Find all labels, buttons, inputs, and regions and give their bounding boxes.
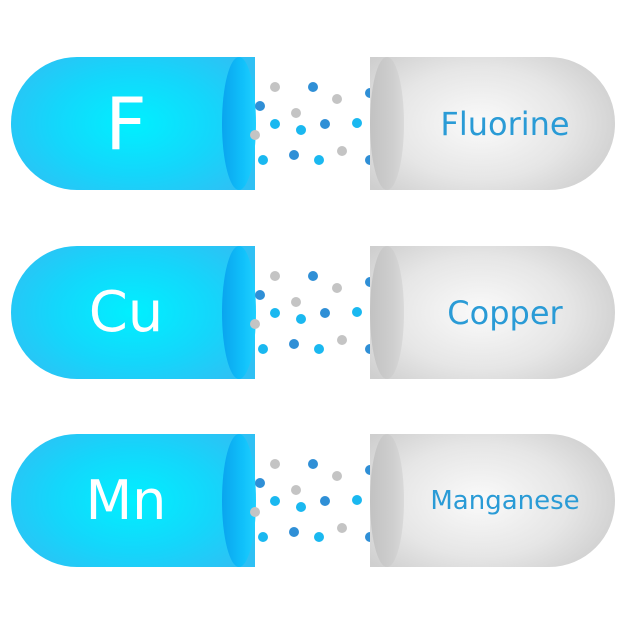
capsule-opening [222,434,256,567]
capsule-right-half [370,246,615,379]
element-symbol: Mn [85,469,167,532]
capsule-row-copper: Cu Copper [0,246,626,386]
capsule-opening [370,246,404,379]
capsule-row-fluorine: F Fluorine [0,57,626,197]
element-symbol: F [105,81,147,166]
element-name: Manganese [430,485,580,516]
capsule-opening [370,434,404,567]
capsule-opening [222,246,256,379]
capsule-left-half [11,57,255,190]
capsule-right-half [370,57,615,190]
capsule-opening [370,57,404,190]
element-symbol: Cu [88,280,164,345]
capsule-right-half [370,434,615,567]
capsule-left-half [11,434,255,567]
capsule-row-manganese: Mn Manganese [0,434,626,574]
element-name: Fluorine [440,104,570,143]
capsule-left-half [11,246,255,379]
capsule-opening [222,57,256,190]
element-name: Copper [447,293,563,332]
